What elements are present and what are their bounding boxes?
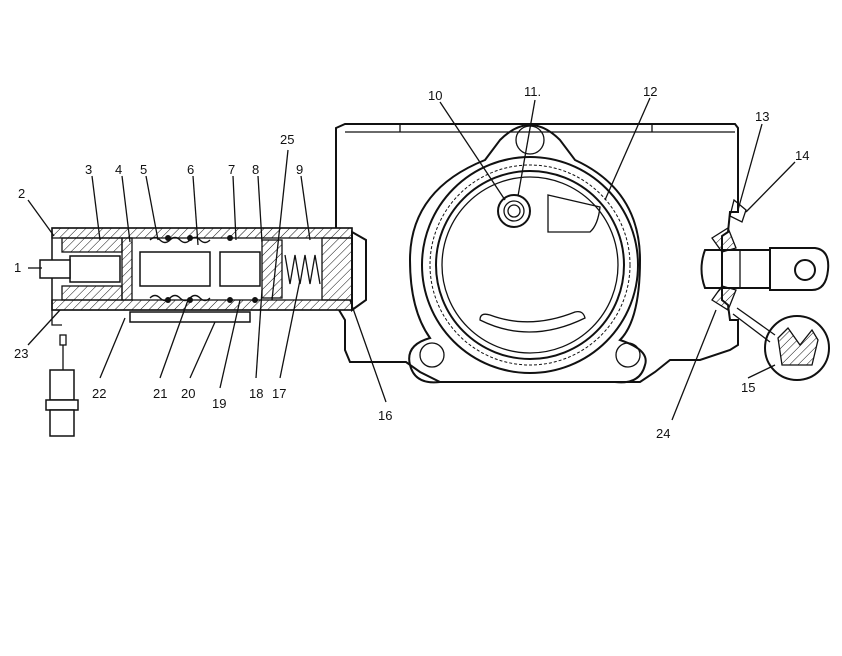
callout-8: 8 — [252, 162, 259, 177]
callout-3: 3 — [85, 162, 92, 177]
right-lug-hole — [615, 342, 641, 368]
mounting-flange — [408, 124, 647, 384]
callout-14: 14 — [795, 148, 809, 163]
callout-1: 1 — [14, 260, 21, 275]
callout-labels: 1 2 3 4 5 6 7 8 9 10 11. 12 13 14 15 16 … — [14, 84, 809, 441]
solenoid-valve-cartridge — [39, 227, 367, 326]
callout-7: 7 — [228, 162, 235, 177]
bolt-fastener — [497, 194, 531, 228]
callout-21: 21 — [153, 386, 167, 401]
leader-lines — [27, 97, 796, 421]
lever-hole — [794, 259, 816, 281]
callout-22: 22 — [92, 386, 106, 401]
callout-11: 11. — [524, 84, 541, 99]
callout-2: 2 — [18, 186, 25, 201]
callout-16: 16 — [378, 408, 392, 423]
callout-4: 4 — [115, 162, 122, 177]
callout-12: 12 — [643, 84, 657, 99]
callout-9: 9 — [296, 162, 303, 177]
callout-5: 5 — [140, 162, 147, 177]
electrical-connector — [45, 334, 79, 437]
end-plug — [39, 259, 71, 279]
callout-6: 6 — [187, 162, 194, 177]
callout-20: 20 — [181, 386, 195, 401]
seal-detail-inset — [732, 307, 830, 381]
callout-18: 18 — [249, 386, 263, 401]
callout-13: 13 — [755, 109, 769, 124]
retaining-clip — [729, 198, 747, 223]
callout-24: 24 — [656, 426, 670, 441]
seal-ring — [421, 156, 639, 374]
callout-25: 25 — [280, 132, 294, 147]
upper-window-segment — [547, 194, 601, 233]
callout-15: 15 — [741, 380, 755, 395]
bottom-plate — [129, 311, 251, 323]
callout-17: 17 — [272, 386, 286, 401]
left-lug-hole — [419, 342, 445, 368]
callout-10: 10 — [428, 88, 442, 103]
lower-window-slot — [479, 310, 586, 333]
callout-19: 19 — [212, 396, 226, 411]
shaft-lever — [700, 198, 830, 311]
callout-23: 23 — [14, 346, 28, 361]
spool — [139, 251, 211, 287]
main-housing — [335, 123, 739, 383]
